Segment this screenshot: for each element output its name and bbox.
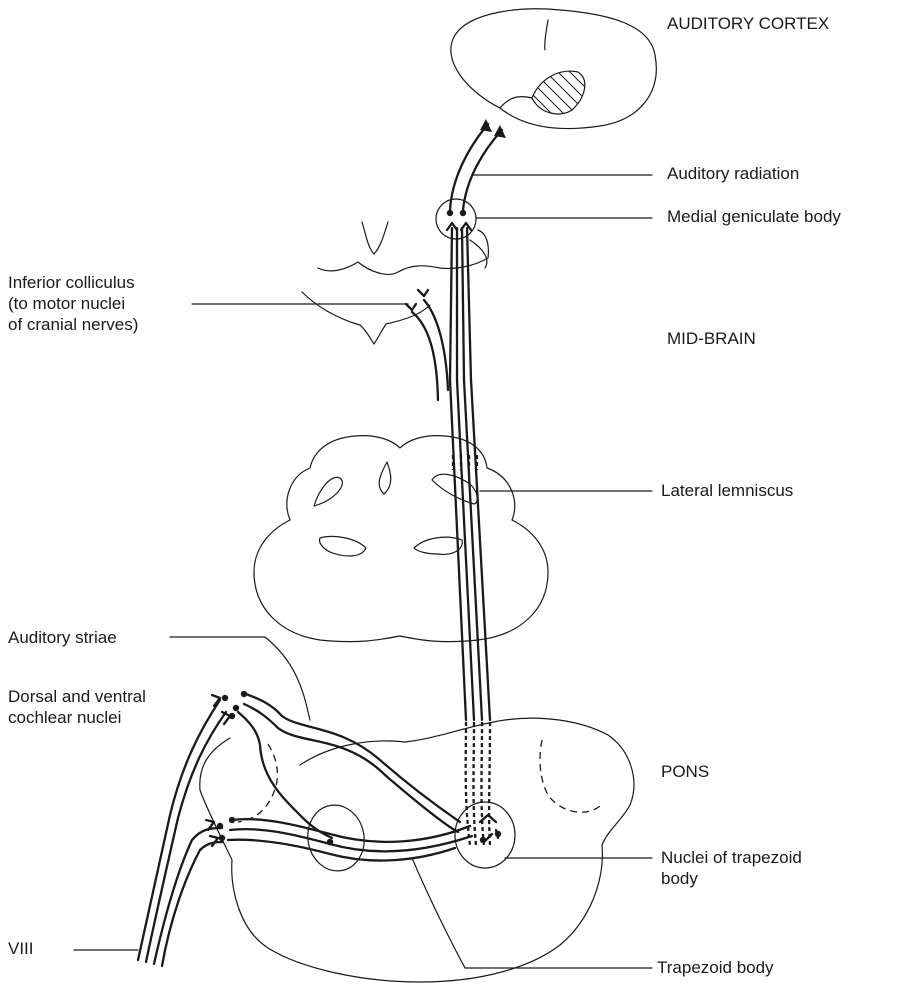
lateral-lemniscus-bundle <box>450 228 490 845</box>
auditory-striae-fibres <box>233 691 460 838</box>
label-viii: VIII <box>8 938 34 959</box>
label-cochlear-nuclei: Dorsal and ventral cochlear nuclei <box>8 686 146 728</box>
viii-nerve <box>138 695 235 966</box>
auditory-radiation-fibres <box>450 119 506 210</box>
cortex-hatch <box>512 50 610 124</box>
auditory-cortex-shape <box>451 9 656 129</box>
label-auditory-striae: Auditory striae <box>8 627 117 648</box>
label-pons: PONS <box>661 761 709 782</box>
inferior-colliculus-fibres <box>406 290 448 400</box>
label-lateral-lemniscus: Lateral lemniscus <box>661 480 793 501</box>
label-medial-geniculate-body: Medial geniculate body <box>667 206 841 227</box>
label-auditory-cortex: AUDITORY CORTEX <box>667 13 829 34</box>
medulla-section <box>254 436 548 642</box>
label-mid-brain: MID-BRAIN <box>667 328 756 349</box>
label-inferior-colliculus: Inferior colliculus (to motor nuclei of … <box>8 272 138 335</box>
label-nuclei-of-trapezoid-body: Nuclei of trapezoid body <box>661 847 802 889</box>
label-trapezoid-body: Trapezoid body <box>657 957 774 978</box>
label-auditory-radiation: Auditory radiation <box>667 163 799 184</box>
midbrain-section <box>302 222 488 344</box>
